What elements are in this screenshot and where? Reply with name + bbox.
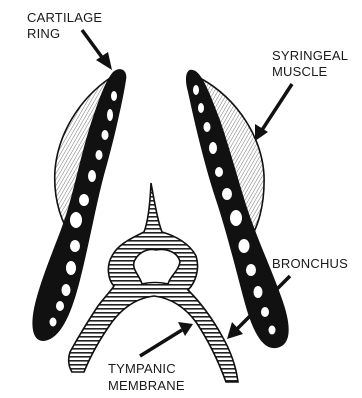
arrow-tympanic-membrane xyxy=(140,322,193,356)
label-tympanic-membrane: TYMPANIC MEMBRANE xyxy=(108,361,185,393)
svg-text:MEMBRANE: MEMBRANE xyxy=(108,378,185,393)
label-cartilage-ring: CARTILAGE RING xyxy=(27,10,102,41)
svg-text:SYRINGEAL: SYRINGEAL xyxy=(272,48,348,63)
svg-text:CARTILAGE: CARTILAGE xyxy=(27,10,102,25)
svg-text:TYMPANIC: TYMPANIC xyxy=(108,361,176,376)
arrow-cartilage-ring xyxy=(82,30,112,70)
label-bronchus: BRONCHUS xyxy=(272,256,348,271)
label-syringeal-muscle: SYRINGEAL MUSCLE xyxy=(272,48,348,79)
svg-text:RING: RING xyxy=(27,26,60,41)
arrow-syringeal-muscle xyxy=(255,84,292,141)
svg-text:MUSCLE: MUSCLE xyxy=(272,64,328,79)
